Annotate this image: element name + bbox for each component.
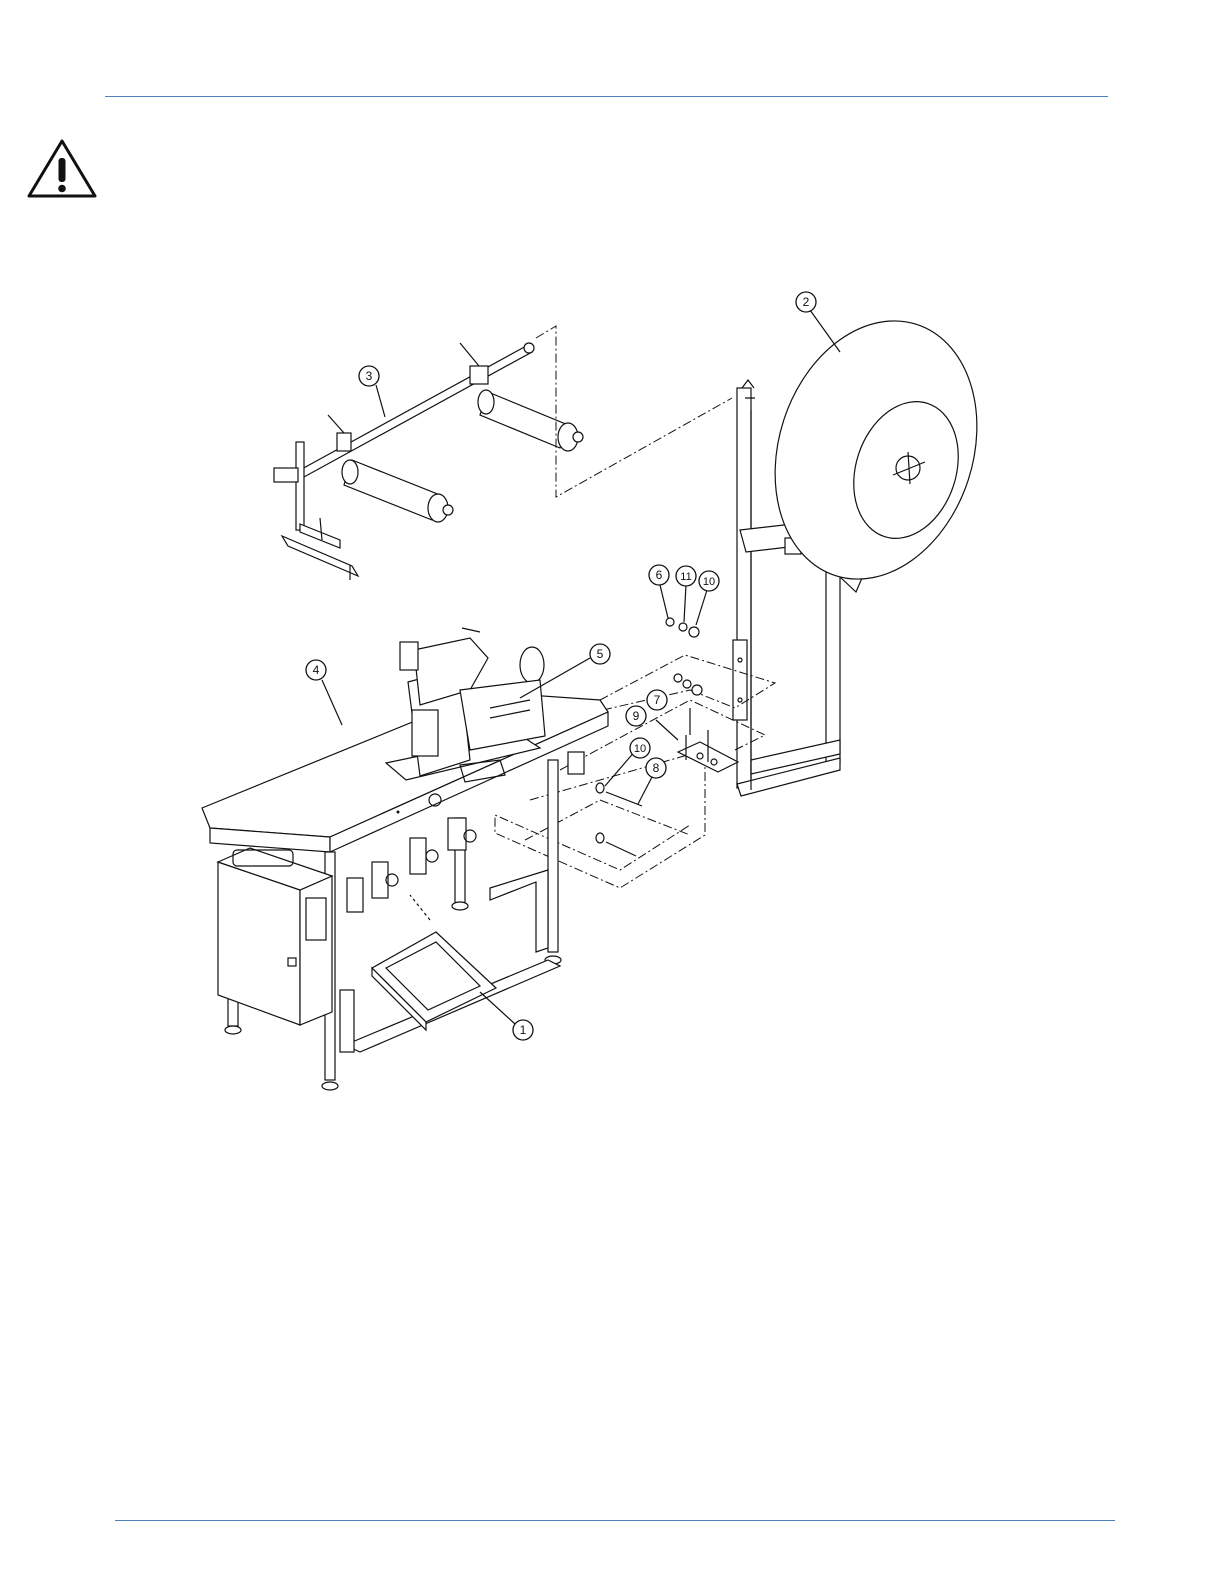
callout-label: 11: [680, 571, 691, 583]
callout-label: 5: [597, 647, 604, 661]
callout-label: 8: [653, 761, 660, 775]
callout-label: 10: [634, 743, 646, 755]
hardware: [596, 618, 738, 856]
callout-2: 2: [796, 292, 816, 312]
callout-label: 1: [520, 1023, 527, 1037]
callout-label: 4: [313, 663, 320, 677]
callout-6: 6: [649, 565, 669, 585]
callout-10-upper: 10: [699, 571, 719, 591]
callout-5: 5: [590, 644, 610, 664]
callout-8: 8: [646, 758, 666, 778]
table: [202, 692, 608, 1090]
callout-label: 2: [803, 295, 810, 309]
reel: [743, 294, 1009, 605]
callout-9: 9: [626, 706, 646, 726]
callout-10-lower: 10: [630, 738, 650, 758]
callout-label: 6: [656, 568, 663, 582]
callout-label: 7: [654, 693, 661, 707]
callout-3: 3: [359, 366, 379, 386]
callout-1: 1: [513, 1020, 533, 1040]
callout-label: 9: [633, 709, 640, 723]
spindle-rack: [274, 343, 583, 580]
callout-4: 4: [306, 660, 326, 680]
callout-11: 11: [676, 566, 696, 586]
callout-7: 7: [647, 690, 667, 710]
callout-label: 3: [366, 369, 373, 383]
callout-label: 10: [703, 576, 715, 588]
foot-pedal: [372, 895, 496, 1030]
